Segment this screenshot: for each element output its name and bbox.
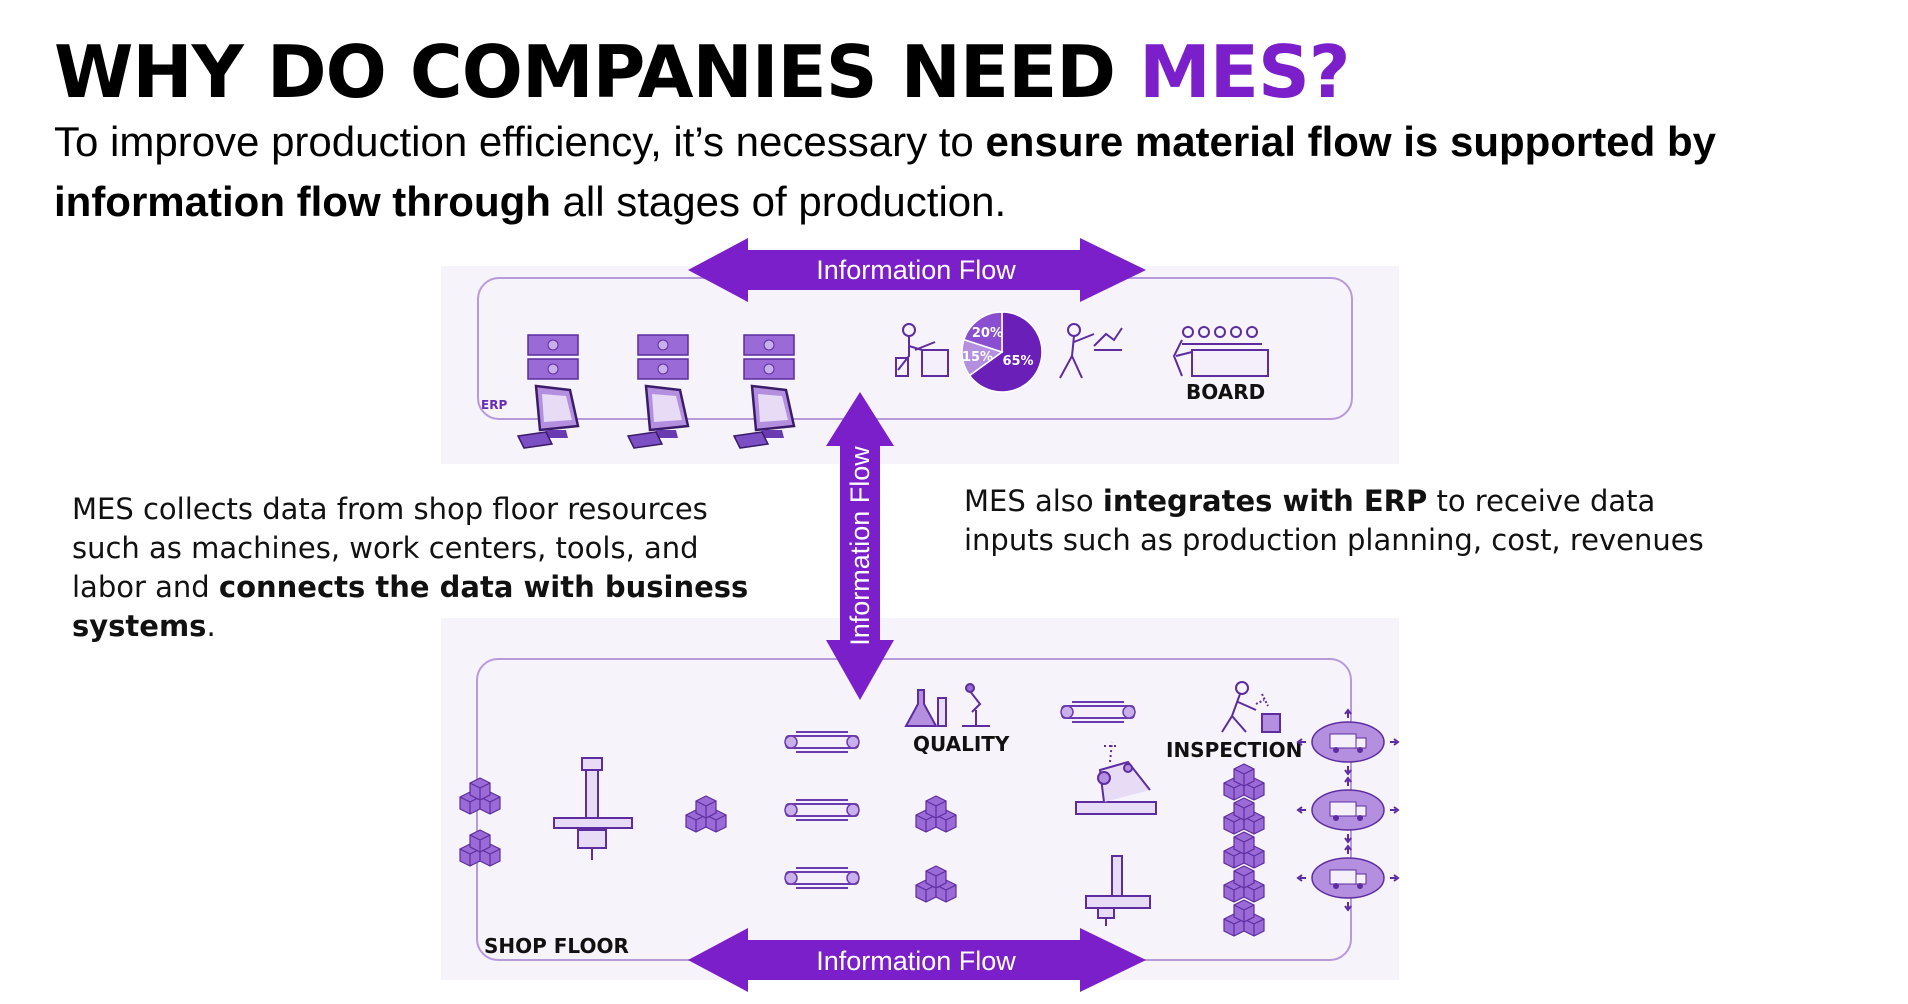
board-meeting-icon — [1172, 326, 1269, 377]
left-description: MES collects data from shop floor resour… — [72, 490, 772, 646]
truck-icon — [1297, 845, 1399, 911]
worker-desk-icon — [895, 323, 949, 377]
drill-press-icon — [1085, 855, 1151, 926]
top-flow-label: Information Flow — [816, 255, 1016, 285]
subtitle-part1: To improve production efficiency, it’s n… — [54, 118, 986, 165]
title-accent: MES? — [1139, 30, 1350, 114]
vertical-flow-arrow: Information Flow — [826, 392, 894, 700]
vertical-flow-label: Information Flow — [845, 446, 875, 646]
bottom-flow-label: Information Flow — [816, 946, 1016, 976]
right-description-bold: integrates with ERP — [1102, 484, 1428, 518]
subtitle-bold: ensure material flow is supported by inf… — [54, 118, 1716, 225]
erp-workstations — [516, 334, 796, 450]
subtitle: To improve production efficiency, it’s n… — [54, 112, 1814, 232]
pie-slice — [963, 311, 1003, 354]
delivery-truck-icons — [1297, 709, 1399, 911]
inspection-label: INSPECTION — [1166, 738, 1303, 762]
top-flow-arrow: Information Flow — [688, 238, 1146, 302]
pie-chart: 65% 15% 20% — [961, 311, 1043, 393]
board-label: BOARD — [1186, 380, 1266, 404]
page-title: WHY DO COMPANIES NEED MES? — [54, 30, 1351, 114]
computer-icon — [732, 384, 796, 450]
left-description-bold: connects the data with business systems — [72, 570, 749, 643]
lab-flask-microscope-icon — [904, 683, 990, 727]
truck-icon — [1297, 709, 1399, 775]
computer-icon — [516, 384, 580, 450]
pie-slice-label: 20% — [972, 326, 1003, 341]
title-main: WHY DO COMPANIES NEED — [54, 30, 1140, 114]
inspector-icon — [1221, 681, 1281, 733]
right-description: MES also integrates with ERP to receive … — [964, 482, 1704, 560]
left-description-part2: . — [206, 609, 216, 643]
erp-label: ERP — [481, 398, 508, 412]
conveyor-icons — [784, 701, 1136, 889]
shop-floor-label: SHOP FLOOR — [484, 934, 629, 958]
server-icon — [527, 334, 579, 380]
right-description-part1: MES also — [964, 484, 1103, 518]
subtitle-part2: all stages of production. — [550, 178, 1007, 225]
quality-label: QUALITY — [913, 732, 1010, 756]
pie-slice — [968, 311, 1043, 393]
crane-machine-icon — [553, 757, 633, 860]
bottom-flow-arrow: Information Flow — [688, 928, 1146, 992]
server-icon — [743, 334, 795, 380]
computer-icon — [626, 384, 690, 450]
left-description-part1: MES collects data from shop floor resour… — [72, 492, 708, 604]
server-icon — [637, 334, 689, 380]
pie-slice-label: 65% — [1002, 354, 1033, 369]
pie-slice-label: 15% — [962, 350, 993, 365]
presenter-icon — [1059, 323, 1123, 379]
right-description-part2: to receive data inputs such as productio… — [964, 484, 1704, 557]
truck-icon — [1297, 777, 1399, 843]
robotic-arm-icon — [1075, 741, 1157, 815]
